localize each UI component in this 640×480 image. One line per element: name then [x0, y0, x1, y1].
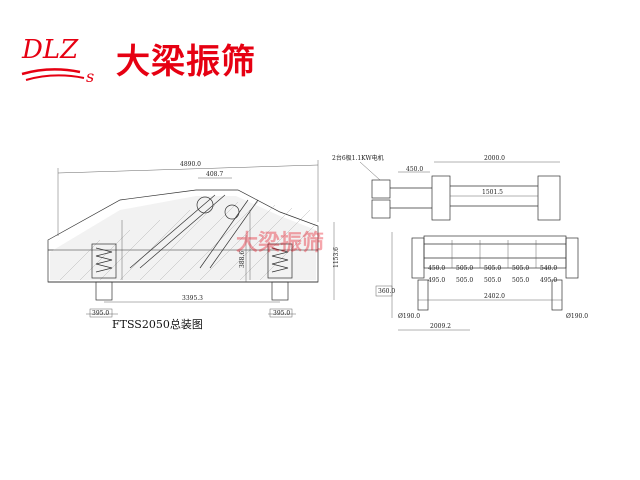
dim-motor-width: 450.0	[406, 166, 423, 173]
dim-mid-span: 1501.5	[482, 189, 503, 196]
dim-top-width: 408.7	[206, 171, 223, 178]
seg-upper-5: 540.0	[540, 265, 557, 272]
seg-lower-2: 505.0	[456, 277, 473, 284]
logo-mark-text: DLZ	[21, 35, 79, 65]
company-logo: DLZ s 大梁振筛	[20, 30, 255, 86]
company-name: 大梁振筛	[116, 42, 256, 82]
dim-bottom-total: 2009.2	[430, 323, 451, 330]
segments-upper: 450.0 505.0 505.0 505.0 540.0	[428, 265, 557, 272]
seg-lower-5: 495.0	[540, 277, 557, 284]
front-view: 2台6极1.1KW电机 450.0 2000.0 1501.5	[332, 154, 588, 331]
seg-upper-4: 505.0	[512, 265, 529, 272]
segments-lower: 495.0 505.0 505.0 505.0 495.0	[428, 277, 557, 284]
seg-upper-3: 505.0	[484, 265, 501, 272]
dim-foot-right: 395.0	[273, 310, 290, 317]
dim-total-width: 2402.0	[484, 293, 505, 300]
side-view: 4890.0 408.7	[47, 160, 340, 331]
dim-foot-left: 395.0	[92, 310, 109, 317]
dim-height-center: 388.6	[239, 251, 246, 268]
dim-overall-length: 4890.0	[180, 161, 201, 168]
dim-height-total: 1153.6	[333, 247, 340, 268]
seg-lower-4: 505.0	[512, 277, 529, 284]
dim-height-left: 360.0	[378, 288, 395, 295]
logo-mark-sub: s	[86, 67, 94, 86]
motor-note: 2台6极1.1KW电机	[332, 154, 384, 162]
seg-upper-2: 505.0	[456, 265, 473, 272]
seg-lower-1: 495.0	[428, 277, 445, 284]
seg-upper-1: 450.0	[428, 265, 445, 272]
dim-bolt-left: Ø190.0	[398, 313, 420, 320]
watermark-text: 大梁振筛	[236, 230, 324, 256]
side-view-caption: FTSS2050总装图	[112, 317, 203, 331]
seg-lower-3: 505.0	[484, 277, 501, 284]
dim-top-span: 2000.0	[484, 155, 505, 162]
dlz-logo-mark-icon: DLZ s	[21, 35, 94, 86]
dim-span: 3395.3	[182, 295, 203, 302]
dim-bolt-right: Ø190.0	[566, 313, 588, 320]
